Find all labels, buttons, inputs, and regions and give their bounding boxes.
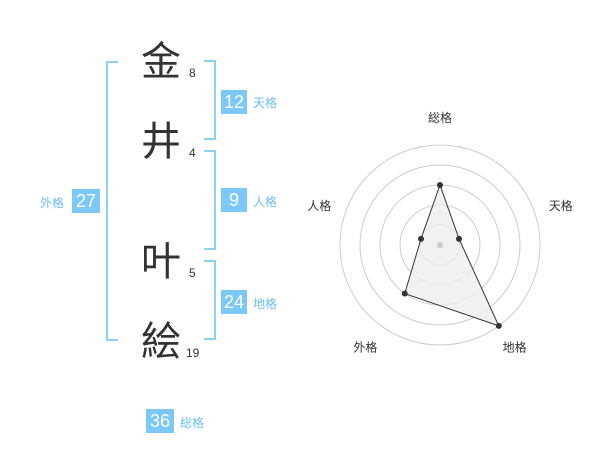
stroke-count-1: 8 bbox=[189, 66, 196, 80]
stroke-count-2: 4 bbox=[189, 146, 196, 160]
radar-axis-label-3: 地格 bbox=[503, 340, 527, 355]
stroke-count-4: 19 bbox=[186, 346, 200, 360]
radar-point-2 bbox=[456, 235, 463, 242]
stroke-count-3: 5 bbox=[189, 266, 196, 280]
radar-point-4 bbox=[401, 290, 408, 297]
chikaku-bracket bbox=[204, 260, 216, 340]
jinkaku-value: 9 bbox=[221, 188, 247, 212]
radar-ring-4 bbox=[359, 164, 521, 326]
name-char-4: 絵 bbox=[141, 319, 181, 365]
chikaku-label: 地格 bbox=[253, 297, 278, 311]
radar-polygon bbox=[404, 183, 500, 327]
jinkaku-bracket bbox=[204, 150, 216, 250]
radar-point-3 bbox=[495, 322, 502, 329]
radar-ring-5 bbox=[339, 144, 541, 346]
tenkaku-value: 12 bbox=[221, 90, 247, 114]
radar-center-dot bbox=[437, 242, 443, 248]
soukaku-label: 総格 bbox=[180, 416, 205, 430]
gaikaku-bracket bbox=[106, 61, 118, 341]
soukaku-value: 36 bbox=[146, 409, 174, 433]
tenkaku-bracket bbox=[204, 60, 216, 140]
tenkaku-label: 天格 bbox=[253, 96, 278, 110]
radar-axis-label-1: 総格 bbox=[428, 110, 452, 125]
gaikaku-value: 27 bbox=[72, 189, 100, 213]
gaikaku-label: 外格 bbox=[40, 196, 65, 210]
radar-point-5 bbox=[417, 235, 424, 242]
radar-axis-label-2: 天格 bbox=[549, 198, 573, 213]
jinkaku-label: 人格 bbox=[253, 195, 278, 209]
name-char-2: 井 bbox=[141, 119, 181, 165]
name-char-1: 金 bbox=[141, 39, 181, 85]
radar-axis-label-5: 人格 bbox=[307, 198, 331, 213]
radar-axis-label-4: 外格 bbox=[353, 340, 377, 355]
radar-point-1 bbox=[437, 182, 443, 188]
name-char-3: 叶 bbox=[141, 239, 181, 285]
chikaku-value: 24 bbox=[221, 290, 247, 314]
